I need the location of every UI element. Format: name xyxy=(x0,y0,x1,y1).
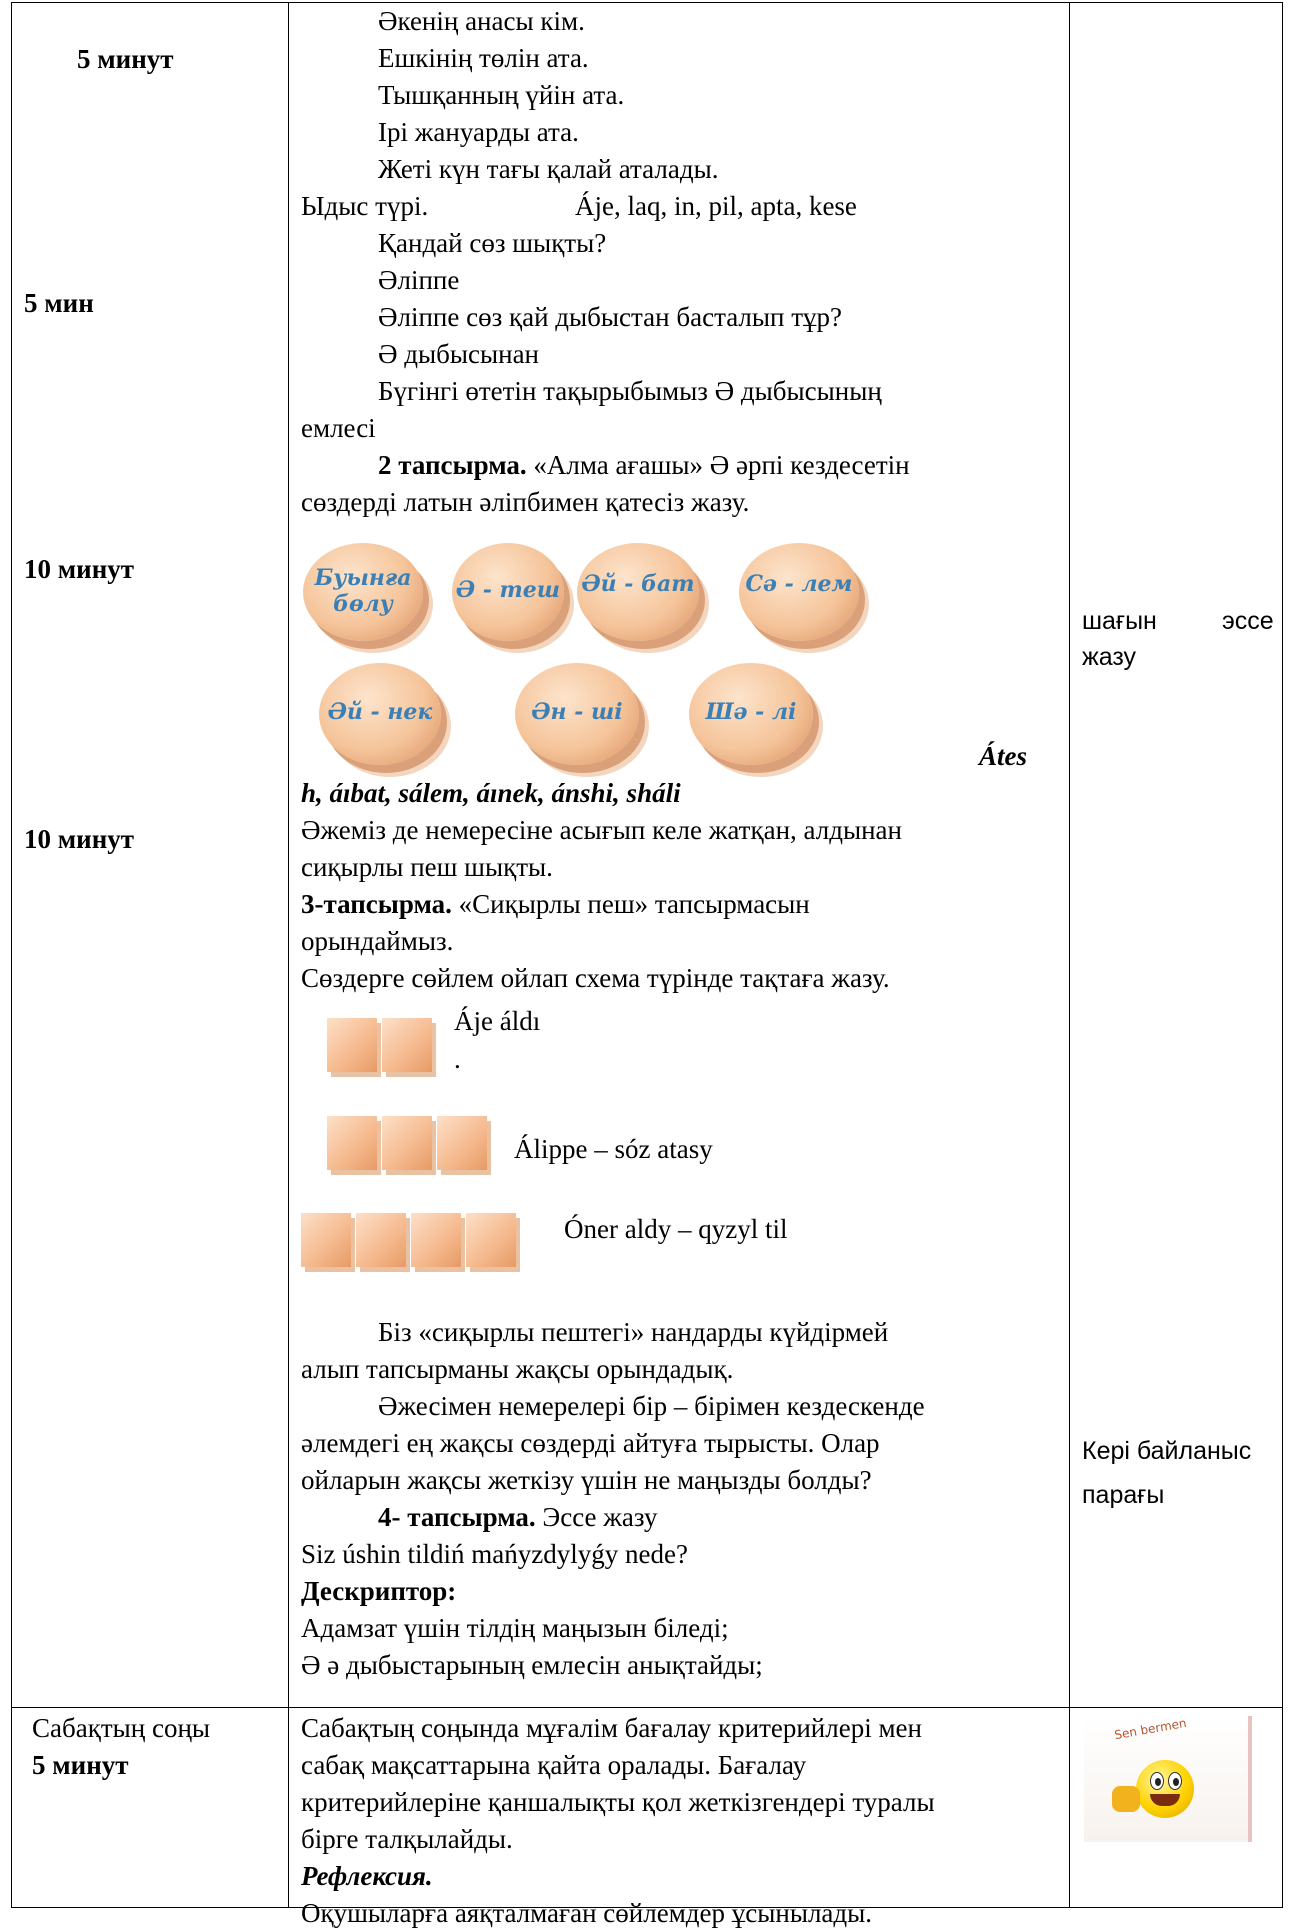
scheme-tile xyxy=(301,1213,351,1267)
lesson-table: 5 минут 5 мин 10 минут 10 минут Әкенің а… xyxy=(11,2,1283,1928)
resource-text: парағы xyxy=(1082,1481,1165,1509)
end-time: 5 минут xyxy=(32,1750,129,1780)
end-resource-cell: Sen bermen xyxy=(1069,1707,1283,1908)
end-time-cell: Сабақтың соңы 5 минут xyxy=(11,1707,289,1908)
scheme-tile xyxy=(327,1018,377,1072)
egg-label: Буынға бөлу xyxy=(314,565,412,617)
question-line: Қандай сөз шықты? xyxy=(378,228,607,258)
paragraph-line: сиқырлы пеш шықты. xyxy=(301,852,553,882)
egg-card: Сә - лем xyxy=(739,543,859,641)
egg-card: Ән - ші xyxy=(515,663,639,765)
feedback-card-caption: Sen bermen xyxy=(1113,1715,1188,1743)
task-3-instruction: Сөздерге сөйлем ойлап схема түрінде тақт… xyxy=(301,963,890,993)
egg-label: Әй - бат xyxy=(581,571,695,597)
paragraph-line: Біз «сиқырлы пештегі» нандарды күйдірмей xyxy=(378,1317,889,1347)
resource-cell: шағын эссе жазу Кері байланыс парағы xyxy=(1069,2,1283,1708)
paragraph-line: әлемдегі ең жақсы сөздерді айтуға тырыст… xyxy=(301,1428,880,1458)
end-line: сабақ мақсаттарына қайта оралады. Бағала… xyxy=(301,1750,807,1780)
essay-question: Siz úshin tildiń mańyzdylyǵy nede? xyxy=(301,1539,688,1569)
egg-label: Әй - нек xyxy=(327,699,433,725)
time-cell: 5 минут 5 мин 10 минут 10 минут xyxy=(11,2,289,1708)
question-line: Ешкінің төлін ата. xyxy=(378,43,589,73)
end-line: бірге талқылайды. xyxy=(301,1824,513,1854)
question-line: Ірі жануарды ата. xyxy=(378,117,579,147)
scheme-sentence: Áje áldı xyxy=(454,1006,541,1036)
egg-card: Ә - теш xyxy=(452,543,564,641)
scheme-tile xyxy=(382,1018,432,1072)
task-4-text: Эссе жазу xyxy=(542,1502,658,1532)
resource-text: эссе xyxy=(1222,607,1274,635)
paragraph-line: ойларын жақсы жеткізу үшін не маңызды бо… xyxy=(301,1465,872,1495)
answer-line: Ә дыбысынан xyxy=(378,339,540,369)
reflection-label: Рефлексия. xyxy=(301,1861,433,1891)
end-line: Сабақтың соңында мұғалім бағалау критери… xyxy=(301,1713,922,1743)
latin-words: Áje, laq, in, pil, apta, kese xyxy=(575,191,857,221)
task-2-label: 2 тапсырма. xyxy=(378,450,527,480)
mouth-icon xyxy=(1150,1794,1180,1806)
content-cell: Әкенің анасы кім. Ешкінің төлін ата. Тыш… xyxy=(288,2,1070,1708)
time-label: 10 минут xyxy=(24,824,135,854)
end-label: Сабақтың соңы xyxy=(32,1713,211,1743)
descriptor-item: Адамзат үшін тілдің маңызын біледі; xyxy=(301,1613,729,1643)
smiley-icon xyxy=(1136,1760,1194,1818)
descriptor-item: Ә ә дыбыстарының емлесін анықтайды; xyxy=(301,1650,763,1680)
scheme-tile xyxy=(382,1116,432,1170)
answer-words: h, áıbat, sálem, áınek, ánshi, sháli xyxy=(301,778,681,808)
scheme-tile xyxy=(437,1116,487,1170)
egg-label: Ә - теш xyxy=(455,577,561,603)
topic-line: емлесі xyxy=(301,413,376,443)
end-content-cell: Сабақтың соңында мұғалім бағалау критери… xyxy=(288,1707,1070,1928)
eye-icon xyxy=(1168,1772,1182,1790)
question-line: Жеті күн тағы қалай аталады. xyxy=(378,154,719,184)
task-2: 2 тапсырма. «Алма ағашы» Ә әрпі кездесет… xyxy=(378,447,910,483)
egg-card: Әй - бат xyxy=(577,543,699,641)
thumbs-up-icon xyxy=(1112,1786,1140,1812)
egg-card: Буынға бөлу xyxy=(303,543,423,641)
scheme-tile xyxy=(411,1213,461,1267)
paragraph-line: Әжесімен немерелері бір – бірімен кездес… xyxy=(378,1391,925,1421)
answer-words: Átes xyxy=(979,741,1028,771)
end-line: Оқушыларға аяқталмаған сөйлемдер ұсыныла… xyxy=(301,1898,873,1928)
egg-label: Сә - лем xyxy=(745,571,853,597)
task-3-text: «Сиқырлы пеш» тапсырмасын xyxy=(458,889,810,919)
lesson-row-end: Сабақтың соңы 5 минут Сабақтың соңында м… xyxy=(11,1707,1283,1928)
task-4: 4- тапсырма. Эссе жазу xyxy=(378,1499,658,1535)
task-3: 3-тапсырма. «Сиқырлы пеш» тапсырмасын xyxy=(301,886,810,922)
task-3-text: орындаймыз. xyxy=(301,926,454,956)
question-line: Ыдыс түрі. xyxy=(301,191,429,221)
scheme-sentence: Álippe – sóz atasy xyxy=(514,1134,713,1164)
resource-text: шағын xyxy=(1082,607,1157,635)
descriptor-label: Дескриптор: xyxy=(301,1576,457,1606)
time-label: 10 минут xyxy=(24,554,135,584)
answer-line: Әліппе xyxy=(378,265,460,295)
task-3-label: 3-тапсырма. xyxy=(301,889,452,919)
resource-text: Кері байланыс xyxy=(1082,1437,1252,1465)
feedback-card-image: Sen bermen xyxy=(1084,1716,1252,1842)
time-label: 5 минут xyxy=(77,44,174,74)
task-4-label: 4- тапсырма. xyxy=(378,1502,536,1532)
time-label: 5 мин xyxy=(24,288,94,318)
paragraph-line: Әжеміз де немересіне асығып келе жатқан,… xyxy=(301,815,902,845)
egg-card: Әй - нек xyxy=(319,663,441,765)
task-2-text: сөздерді латын әліпбимен қатесіз жазу. xyxy=(301,487,750,517)
scheme-sentence: Óner aldy – qyzyl til xyxy=(564,1214,788,1244)
task-2-text: «Алма ағашы» Ә әрпі кездесетін xyxy=(533,450,910,480)
eye-icon xyxy=(1150,1772,1164,1790)
topic-line: Бүгінгі өтетін тақырыбымыз Ә дыбысының xyxy=(378,376,882,406)
egg-label: Ән - ші xyxy=(531,699,623,725)
scheme-tile xyxy=(356,1213,406,1267)
egg-card: Шә - лі xyxy=(689,663,813,765)
scheme-sentence-dot: . xyxy=(454,1044,461,1074)
lesson-row-main: 5 минут 5 мин 10 минут 10 минут Әкенің а… xyxy=(11,2,1283,1708)
egg-label: Шә - лі xyxy=(705,699,797,725)
question-line: Тышқанның үйін ата. xyxy=(378,80,625,110)
question-line: Әкенің анасы кім. xyxy=(378,6,585,36)
paragraph-line: алып тапсырманы жақсы орындадық. xyxy=(301,1354,734,1384)
end-line: критерийлеріне қаншалықты қол жеткізгенд… xyxy=(301,1787,935,1817)
scheme-tile xyxy=(466,1213,516,1267)
scheme-tile xyxy=(327,1116,377,1170)
resource-text: жазу xyxy=(1082,643,1137,671)
question-line: Әліппе сөз қай дыбыстан басталып тұр? xyxy=(378,302,843,332)
